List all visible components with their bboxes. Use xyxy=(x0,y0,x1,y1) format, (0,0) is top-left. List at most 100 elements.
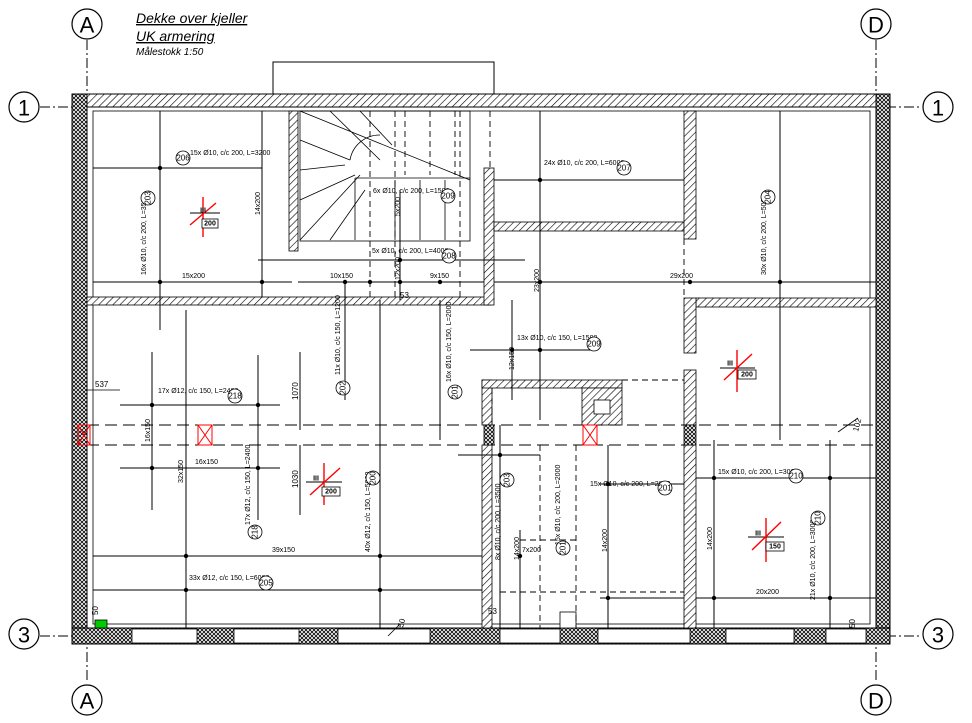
rebar-lines xyxy=(93,111,876,628)
grid-label-3-left: 3 xyxy=(18,623,30,648)
grid-bubble-1-right xyxy=(922,91,954,123)
grid-bubble-a-top xyxy=(71,8,103,40)
bubble-207: 207 xyxy=(617,164,631,173)
wall-left xyxy=(71,93,88,645)
rebar-label-203b: 8x Ø10, c/c 200, L=3500 xyxy=(495,483,502,560)
bubble-201c: 201 xyxy=(559,541,568,555)
shaft-opening xyxy=(593,399,611,415)
grid-bubble-3-right xyxy=(922,618,954,650)
dim-53a: 53 xyxy=(400,291,409,300)
wall-interior-vertical-right-top xyxy=(683,110,697,240)
span-10x150: 10x150 xyxy=(330,273,353,280)
span-20x200: 20x200 xyxy=(756,589,779,596)
wall-stair-right xyxy=(483,167,495,306)
sym3-value: 200 xyxy=(325,489,337,496)
title-line-2: UK armering xyxy=(136,28,215,44)
rebar-label-200: 40x Ø12, c/c 150, L=5000 xyxy=(365,472,372,552)
span-symbols: III 200 III 200 III 200 III 150 xyxy=(189,197,785,562)
dim-50a: 50 xyxy=(91,606,100,615)
sym1-mark: III xyxy=(200,208,206,215)
span-12x200: 12x200 xyxy=(395,257,402,280)
sym3-mark: III xyxy=(313,476,319,483)
wall-interior-vertical-right-low xyxy=(683,444,697,629)
dim-50c: 50 xyxy=(848,619,857,628)
window-opening xyxy=(131,628,198,644)
bubble-209b: 209 xyxy=(587,340,601,349)
grid-bubble-3-left xyxy=(8,618,40,650)
window-opening xyxy=(337,628,431,644)
scale-label: Målestokk 1:50 xyxy=(136,46,204,58)
inner-wall-outline xyxy=(92,110,871,625)
rebar-label-202: 11x Ø10, c/c 150, L=1200 xyxy=(335,295,342,375)
rebar-dots xyxy=(149,165,833,601)
stair-projection xyxy=(272,61,495,94)
span-symbol-3: III 200 xyxy=(306,463,342,505)
span-labels: 15x200 10x150 9x150 29x200 16x150 39x150… xyxy=(145,192,779,596)
bubble-210b: 210 xyxy=(814,511,823,525)
rebar-label-210a: 15x Ø10, c/c 200, L=3000 xyxy=(718,469,798,476)
dim-537: 537 xyxy=(95,380,109,389)
dim-1030: 1030 xyxy=(291,470,300,488)
grid-bubble-1-left xyxy=(8,91,40,123)
bubble-208: 208 xyxy=(442,252,456,261)
bubble-209a: 209 xyxy=(441,192,455,201)
column-marker xyxy=(197,424,213,446)
grid-label-a-top: A xyxy=(80,13,95,38)
dim-1070: 1070 xyxy=(291,382,300,400)
bubble-203: 203 xyxy=(144,191,153,205)
window-opening xyxy=(597,628,691,644)
grid-bubbles: A D A D 1 1 3 3 xyxy=(8,8,954,716)
grid-lines xyxy=(40,40,920,680)
rebar-label-205: 33x Ø12, c/c 150, L=6000 xyxy=(189,575,269,582)
rebar-label-204: 30x Ø10, c/c 200, L=5000 xyxy=(761,195,768,275)
grid-label-d-top: D xyxy=(868,13,884,38)
bubble-206: 206 xyxy=(176,154,190,163)
span-32x150: 32x150 xyxy=(178,460,185,483)
bubble-218b: 218 xyxy=(251,525,260,539)
grid-bubble-d-bottom xyxy=(860,684,892,716)
sym1-value: 200 xyxy=(204,221,216,228)
window-opening xyxy=(499,628,561,644)
rebar-label-209b: 13x Ø10, c/c 150, L=1500 xyxy=(517,335,597,342)
grid-label-1-left: 1 xyxy=(18,96,30,121)
walls xyxy=(71,61,891,645)
grid-bubble-a-bottom xyxy=(71,684,103,716)
bubble-200: 200 xyxy=(369,471,378,485)
span-14x200b: 14x200 xyxy=(514,537,521,560)
column-marker xyxy=(582,424,598,446)
span-5x200: 5x200 xyxy=(395,197,402,216)
span-symbol-1: III 200 xyxy=(189,197,220,237)
rebar-label-210b: 21x Ø10, c/c 200, L=3000 xyxy=(810,520,817,600)
span-14x200d: 14x200 xyxy=(707,527,714,550)
wall-interior-horizontal-left xyxy=(86,296,492,306)
green-marker xyxy=(94,619,108,629)
dimensions: 537 1070 1030 102 50 53 53 50 50 xyxy=(87,291,864,637)
rebar-annotations-vertical: 16x Ø10, c/c 200, L=3500 203 30x Ø10, c/… xyxy=(140,189,826,600)
span-9x150: 9x150 xyxy=(430,273,449,280)
wall-core-top xyxy=(481,379,623,389)
bubble-203b: 203 xyxy=(503,473,512,487)
bubble-218a: 218 xyxy=(228,392,242,401)
column-marker xyxy=(77,424,91,446)
rebar-label-201a: 16x Ø10, c/c 150, L=2000 xyxy=(446,302,453,382)
span-symbol-2: III 200 xyxy=(720,350,757,392)
wall-core-left-low xyxy=(481,444,493,629)
span-23x200: 23x200 xyxy=(534,269,541,292)
wall-stair-left xyxy=(288,110,299,252)
rebar-label-207: 24x Ø10, c/c 200, L=6000 xyxy=(544,160,624,167)
bubble-201b: 201 xyxy=(658,484,672,493)
span-16x150a: 16x150 xyxy=(145,419,152,442)
span-15x200: 15x200 xyxy=(182,273,205,280)
grid-label-3-right: 3 xyxy=(932,623,944,648)
wall-interior-horizontal-mid xyxy=(493,221,685,232)
title-line-1: Dekke over kjeller xyxy=(136,10,249,26)
rebar-label-218a: 17x Ø12, c/c 150, L=2400 xyxy=(158,388,238,395)
sym2-mark: III xyxy=(727,361,733,368)
rebar-label-218b: 17x Ø12, c/c 150, L=2400 xyxy=(245,445,252,525)
wall-interior-vertical-right-mid xyxy=(683,297,697,354)
window-opening xyxy=(233,628,300,644)
rebar-label-203: 16x Ø10, c/c 200, L=3500 xyxy=(141,195,148,275)
drawing-title-block: Dekke over kjeller UK armering Målestokk… xyxy=(136,10,249,58)
span-14x200a: 14x200 xyxy=(255,192,262,215)
